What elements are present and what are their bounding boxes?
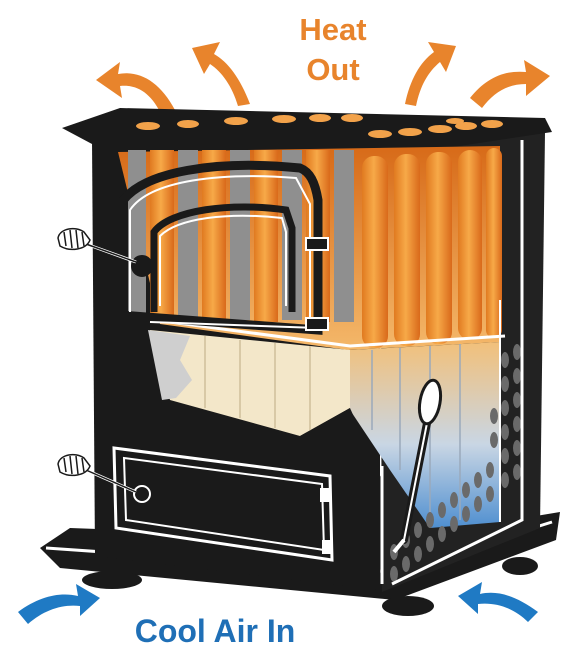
stove-foot: [382, 596, 434, 616]
hinge-icon: [306, 238, 328, 250]
heat-arrow-icon: [192, 42, 250, 106]
cool-arrow-icon: [458, 582, 538, 622]
hinge-icon: [322, 540, 332, 554]
spring-handle-icon: [58, 455, 90, 476]
stove-foot: [82, 571, 142, 589]
hinge-icon: [306, 318, 328, 330]
heat-arrow-icon: [470, 60, 550, 108]
heat-arrow-icon: [405, 42, 456, 106]
hinge-icon: [320, 488, 330, 502]
ash-door-knob: [134, 486, 150, 502]
heat-out-label-line1: Heat: [288, 14, 378, 45]
stove-body: [40, 108, 560, 616]
heat-out-label-line2: Out: [288, 54, 378, 85]
spring-handle-icon: [58, 229, 90, 250]
heat-arrow-icon: [96, 62, 175, 116]
latch-knob: [132, 256, 152, 276]
stove-foot: [502, 557, 538, 575]
cool-arrow-icon: [18, 584, 100, 624]
cool-air-in-label: Cool Air In: [110, 615, 320, 647]
